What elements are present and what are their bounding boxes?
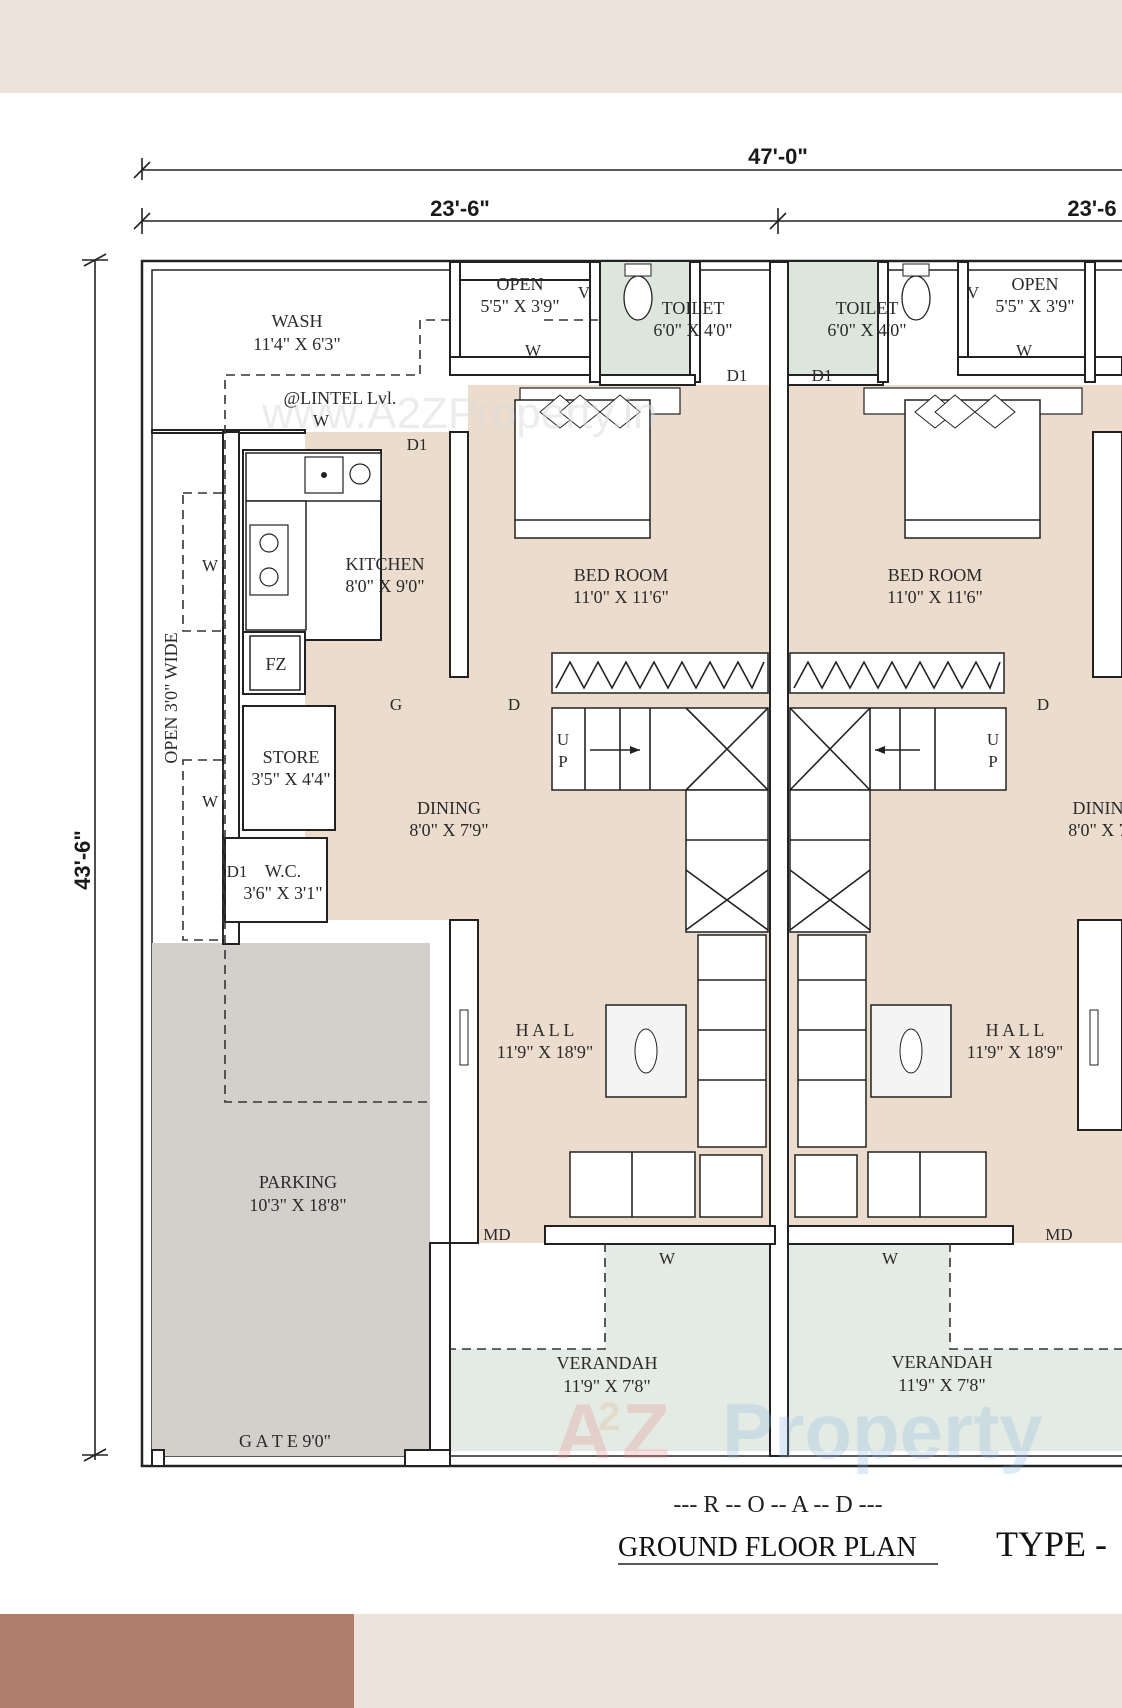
wc-name: W.C.: [265, 861, 301, 881]
marker-v-left: V: [578, 283, 591, 302]
bedroom-left-name: BED ROOM: [574, 565, 669, 585]
verandah-left-name: VERANDAH: [557, 1353, 658, 1373]
bed-right: [863, 387, 1083, 539]
marker-md-right: MD: [1045, 1225, 1072, 1244]
marker-w-verandah-right: W: [882, 1249, 899, 1268]
open-wide-label: OPEN 3'0" WIDE: [161, 632, 181, 763]
marker-u-right: U: [987, 730, 999, 749]
wash-name: WASH: [271, 311, 322, 331]
fz-label: FZ: [265, 654, 286, 674]
kitchen-size: 8'0" X 9'0": [345, 576, 424, 596]
dining-right-name: DININ: [1073, 798, 1122, 818]
store-name: STORE: [263, 747, 320, 767]
open-left-name: OPEN: [496, 274, 543, 294]
wc-size: 3'6" X 3'1": [243, 883, 322, 903]
watermark-text: www.A2ZProperty.in: [261, 389, 657, 438]
bedroom-right-name: BED ROOM: [888, 565, 983, 585]
wash-size: 11'4" X 6'3": [253, 334, 341, 354]
marker-d-right: D: [1037, 695, 1049, 714]
road-label: --- R -- O -- A -- D ---: [673, 1492, 882, 1518]
marker-d1-toilet-left: D1: [727, 366, 748, 385]
open-left-size: 5'5" X 3'9": [480, 296, 559, 316]
logo-z: Z: [622, 1387, 670, 1475]
hall-furniture: [459, 934, 1099, 1218]
marker-w-open-left: W: [525, 341, 542, 360]
toilet-left-size: 6'0" X 4'0": [653, 320, 732, 340]
top-band: [0, 0, 1122, 93]
marker-w-open-right: W: [1016, 341, 1033, 360]
left-width-dimension: 23'-6": [430, 196, 490, 221]
dining-right-size: 8'0" X 7: [1068, 820, 1122, 840]
parking-size: 10'3" X 18'8": [249, 1195, 346, 1215]
dining-left-name: DINING: [417, 798, 481, 818]
marker-d1-toilet-right: D1: [812, 366, 833, 385]
dimension-lines: [82, 158, 1122, 1462]
toilet-fixtures: [623, 263, 931, 321]
kitchen-counter: [245, 452, 382, 691]
open-right-name: OPEN: [1011, 274, 1058, 294]
plot-boundary: [140, 259, 1122, 1468]
hall-left-name: H A L L: [516, 1020, 575, 1040]
overall-width-dimension: 47'-0": [748, 144, 808, 169]
bottom-accent-block: [0, 1614, 354, 1708]
bedroom-left-size: 11'0" X 11'6": [573, 587, 669, 607]
right-width-dimension: 23'-6: [1067, 196, 1116, 221]
verandah-right-name: VERANDAH: [892, 1352, 993, 1372]
hall-right-name: H A L L: [986, 1020, 1045, 1040]
toilet-right-name: TOILET: [836, 298, 899, 318]
marker-p-right: P: [988, 752, 997, 771]
hall-right-size: 11'9" X 18'9": [967, 1042, 1064, 1062]
logo-two: 2: [598, 1395, 620, 1439]
gate-label: G A T E 9'0": [239, 1431, 331, 1451]
marker-w-side2: W: [202, 792, 219, 811]
lintel-label: @LINTEL Lvl.: [284, 388, 397, 408]
a2z-property-logo: A 2 Z Property: [555, 1387, 1043, 1475]
marker-u-left: U: [557, 730, 569, 749]
marker-g: G: [390, 695, 402, 714]
plan-title: GROUND FLOOR PLAN: [618, 1532, 917, 1563]
depth-dimension: 43'-6": [70, 830, 95, 890]
bed-left: [514, 387, 681, 539]
logo-property: Property: [722, 1387, 1043, 1475]
room-labels: WASH 11'4" X 6'3" OPEN 5'5" X 3'9" OPEN …: [161, 274, 1122, 1451]
verandah-right-size: 11'9" X 7'8": [898, 1375, 986, 1395]
verandah-left-size: 11'9" X 7'8": [563, 1376, 651, 1396]
logo-a: A: [555, 1387, 611, 1475]
staircase: [551, 652, 1007, 933]
open-right-size: 5'5" X 3'9": [995, 296, 1074, 316]
kitchen-name: KITCHEN: [346, 554, 425, 574]
marker-d-left: D: [508, 695, 520, 714]
toilet-left-name: TOILET: [662, 298, 725, 318]
toilet-right-size: 6'0" X 4'0": [827, 320, 906, 340]
dining-left-size: 8'0" X 7'9": [409, 820, 488, 840]
marker-w-verandah-left: W: [659, 1249, 676, 1268]
dashed-outlines: [182, 319, 1122, 1350]
marker-md-left: MD: [483, 1225, 510, 1244]
type-label: TYPE -: [996, 1524, 1107, 1564]
marker-w-kitchen: W: [313, 411, 330, 430]
marker-p-left: P: [558, 752, 567, 771]
marker-d1-kitchen: D1: [407, 435, 428, 454]
marker-w-side1: W: [202, 556, 219, 575]
marker-v-right: V: [967, 283, 980, 302]
marker-d1-wc: D1: [227, 862, 248, 881]
markers: V V W W W W W W W D1 D1 D1 D1 G D D MD M…: [202, 283, 1073, 1268]
floor-fills: [152, 262, 1122, 1456]
hall-left-size: 11'9" X 18'9": [497, 1042, 594, 1062]
bedroom-right-size: 11'0" X 11'6": [887, 587, 983, 607]
parking-name: PARKING: [259, 1172, 337, 1192]
store-size: 3'5" X 4'4": [251, 769, 330, 789]
